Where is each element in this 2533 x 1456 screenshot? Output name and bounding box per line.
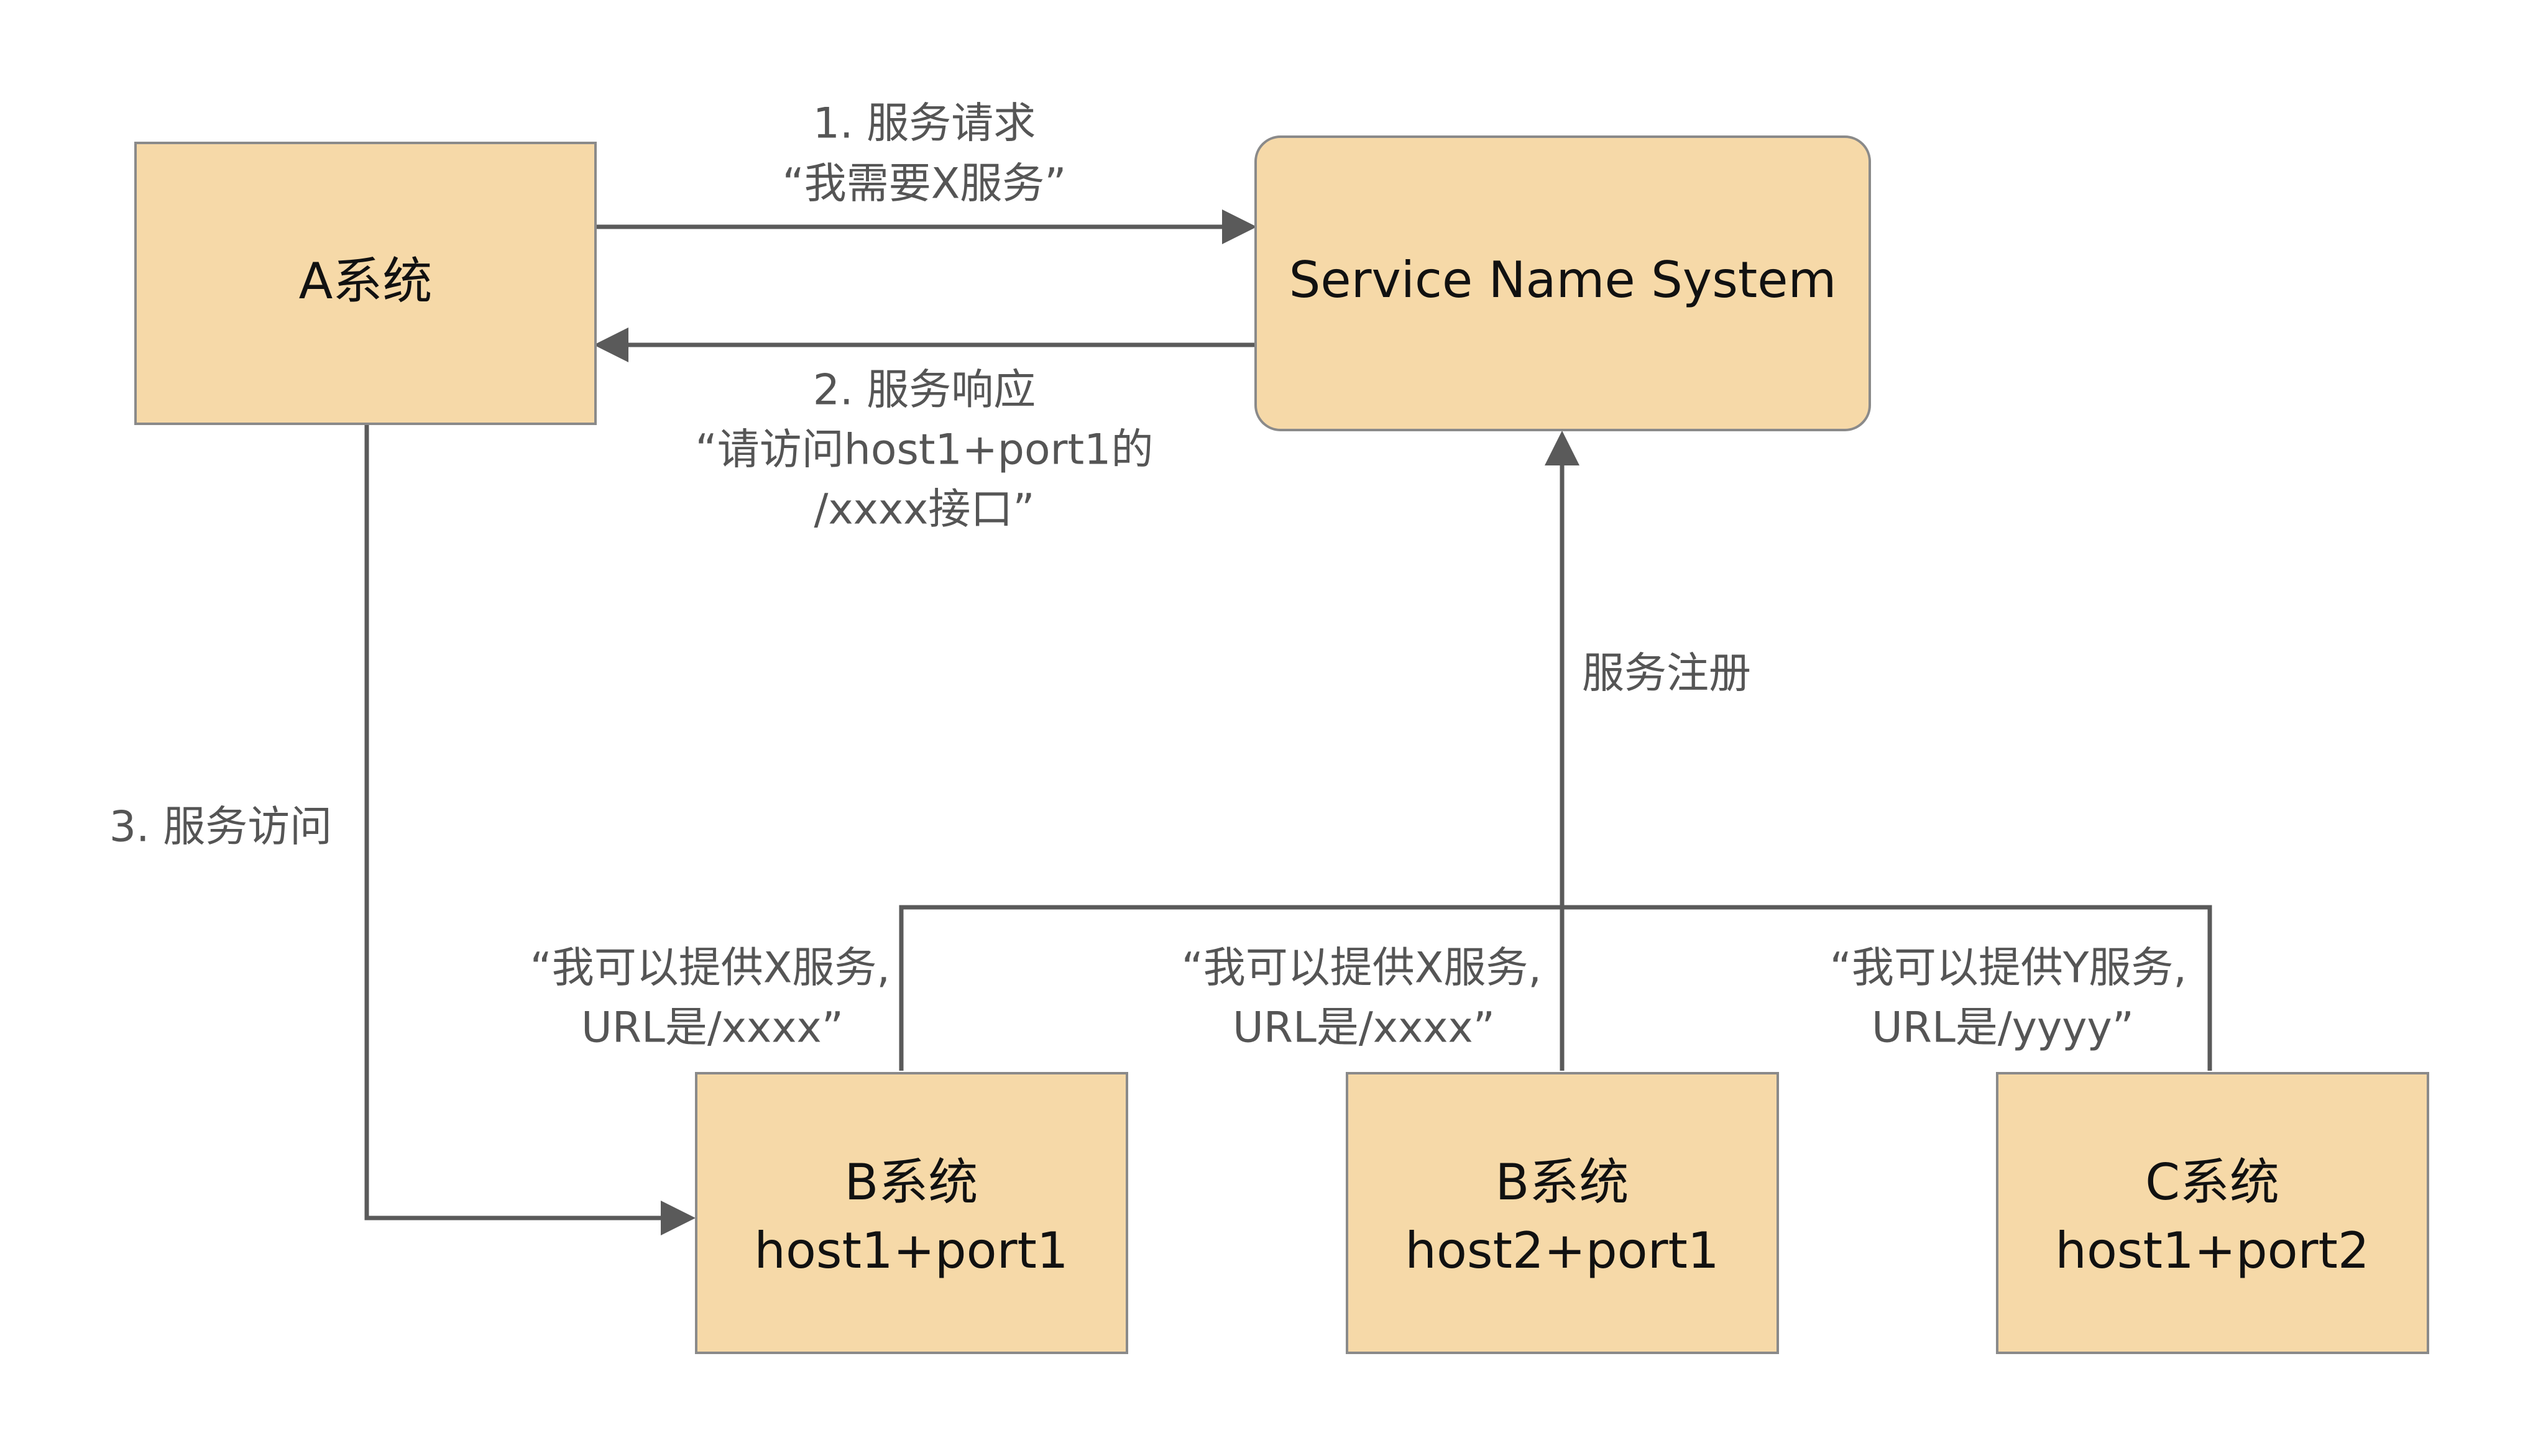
b2-offer-line2: URL是/xxxx” <box>1233 1004 1495 1053</box>
system-a-label: A系统 <box>299 252 433 310</box>
system-b2-node: B系统 host2+port1 <box>1346 1072 1779 1354</box>
b2-offer-label: “我可以提供X服务, URL是/xxxx” <box>1182 944 1542 1053</box>
b1-offer-line1: “我可以提供X服务, <box>530 944 890 993</box>
b1-offer-line2: URL是/xxxx” <box>581 1004 844 1053</box>
service-name-system-node: Service Name System <box>1254 135 1871 431</box>
b2-host: host2+port1 <box>1405 1222 1719 1280</box>
b1-title: B系统 <box>845 1153 978 1211</box>
b2-offer-line1: “我可以提供X服务, <box>1182 944 1542 993</box>
register-label-text: 服务注册 <box>1582 649 1751 698</box>
b1-host: host1+port1 <box>754 1222 1069 1280</box>
response-label: 2. 服务响应 “请访问host1+port1的 /xxxx接口” <box>696 366 1154 534</box>
c1-offer-line2: URL是/yyyy” <box>1872 1004 2134 1053</box>
b1-offer-label: “我可以提供X服务, URL是/xxxx” <box>530 944 890 1053</box>
sns-label: Service Name System <box>1289 251 1837 309</box>
system-a-node: A系统 <box>134 142 597 425</box>
c1-offer-line1: “我可以提供Y服务, <box>1830 944 2187 993</box>
response-label-line2: “请访问host1+port1的 <box>696 426 1154 475</box>
system-b1-node: B系统 host1+port1 <box>695 1072 1128 1354</box>
access-arrow <box>364 424 696 1235</box>
request-label: 1. 服务请求 “我需要X服务” <box>782 99 1066 209</box>
access-label: 3. 服务访问 <box>109 803 333 852</box>
response-label-line1: 2. 服务响应 <box>813 366 1036 415</box>
b2-title: B系统 <box>1496 1153 1629 1211</box>
access-label-text: 3. 服务访问 <box>109 803 333 852</box>
response-label-line3: /xxxx接口” <box>814 485 1034 534</box>
c1-offer-label: “我可以提供Y服务, URL是/yyyy” <box>1830 944 2187 1053</box>
request-label-line2: “我需要X服务” <box>782 160 1066 209</box>
c1-host: host1+port2 <box>2055 1222 2370 1280</box>
register-label: 服务注册 <box>1582 649 1751 698</box>
system-c1-node: C系统 host1+port2 <box>1996 1072 2429 1354</box>
register-connector <box>899 905 2212 1071</box>
c1-title: C系统 <box>2145 1153 2279 1211</box>
request-label-line1: 1. 服务请求 <box>813 99 1036 149</box>
